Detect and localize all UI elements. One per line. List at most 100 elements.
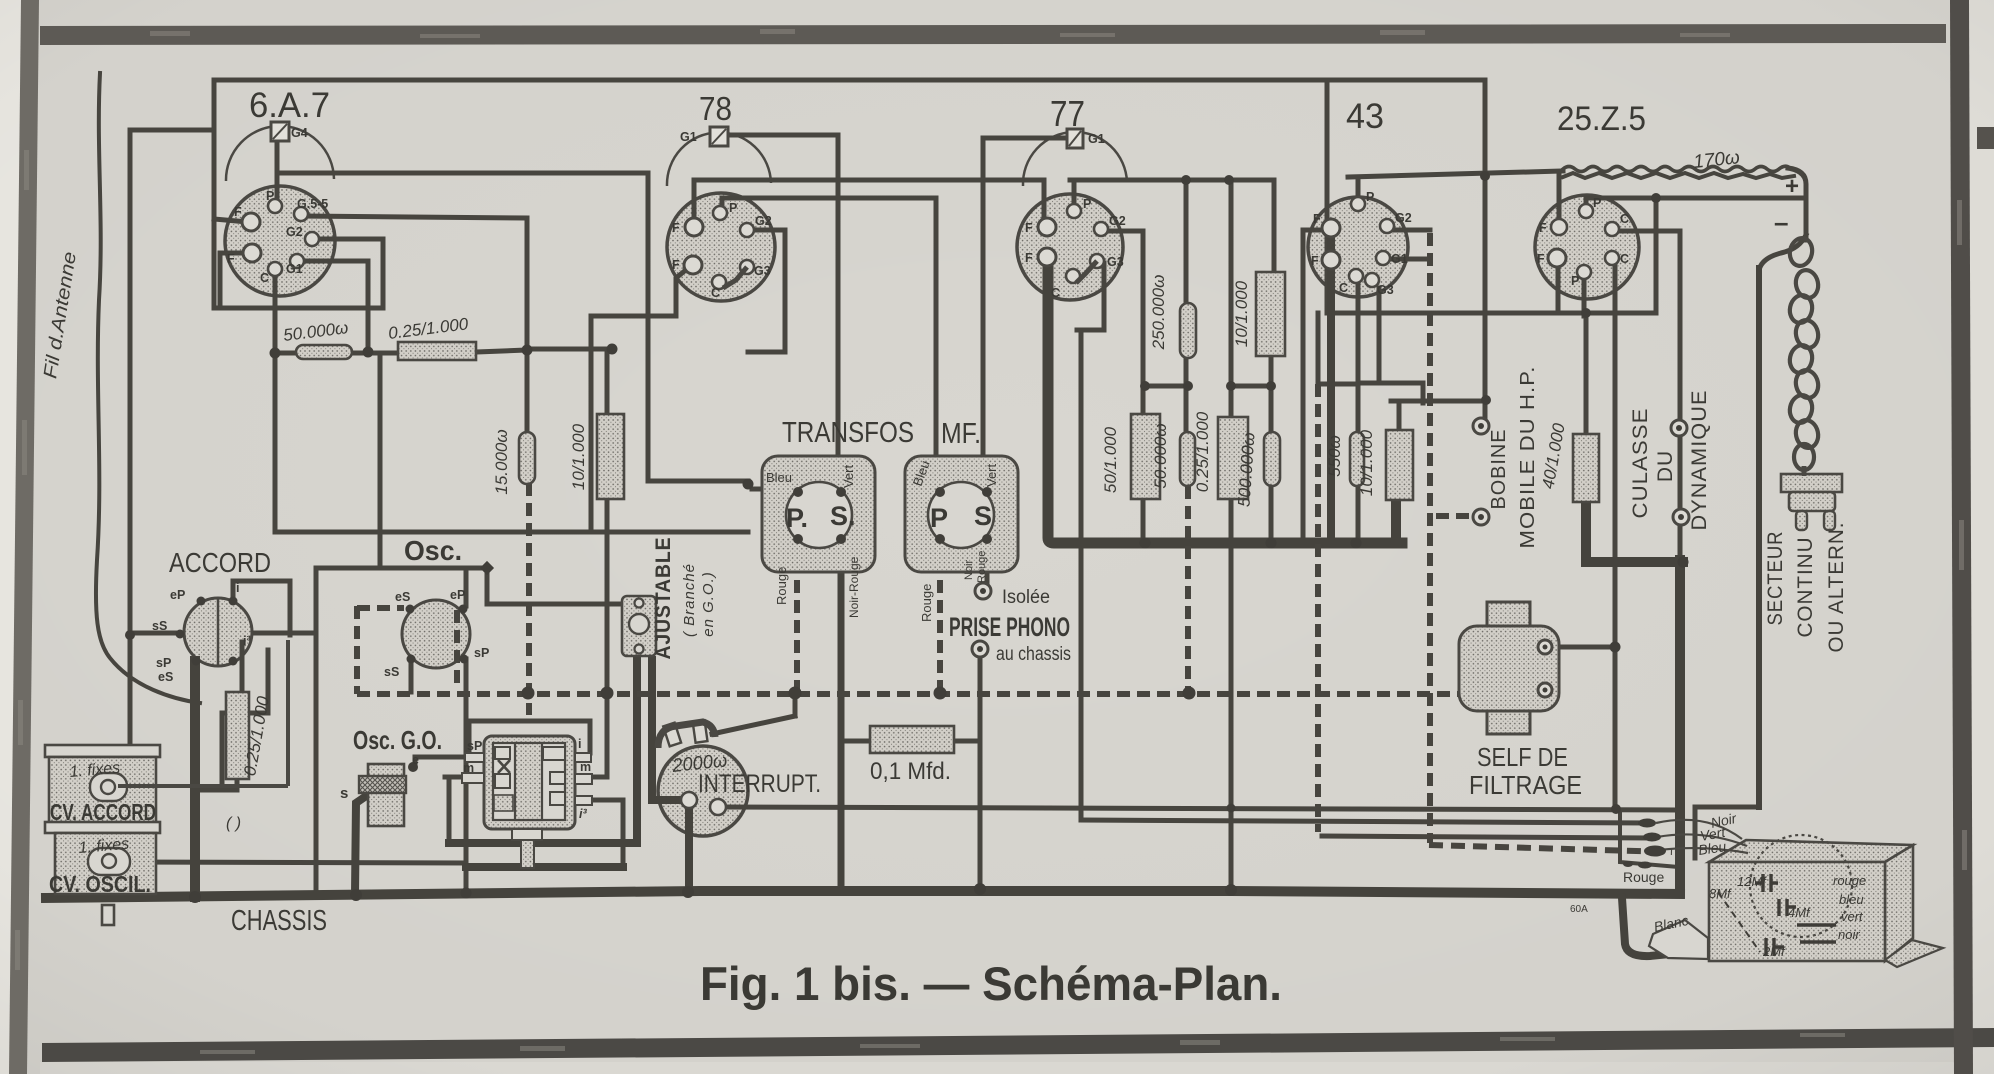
- svg-text:OU ALTERN.: OU ALTERN.: [1825, 522, 1848, 653]
- svg-text:2Mf: 2Mf: [1762, 944, 1786, 959]
- svg-text:s: s: [340, 785, 348, 802]
- svg-text:S: S: [974, 501, 992, 531]
- svg-text:Rouge: Rouge: [774, 567, 789, 605]
- svg-text:F: F: [234, 205, 242, 219]
- svg-text:F: F: [227, 252, 235, 266]
- svg-text:G3: G3: [1107, 255, 1124, 269]
- svg-text:m: m: [463, 761, 474, 775]
- svg-text:C: C: [1051, 286, 1060, 300]
- svg-text:eP: eP: [450, 588, 465, 602]
- svg-text:0.25/1.000: 0.25/1.000: [1193, 411, 1212, 492]
- svg-text:+: +: [1785, 173, 1799, 200]
- svg-text:78: 78: [699, 90, 732, 127]
- svg-text:CONTINU: CONTINU: [1794, 537, 1817, 638]
- svg-text:1. fixes: 1. fixes: [78, 836, 130, 857]
- svg-text:25.Z.5: 25.Z.5: [1557, 100, 1646, 138]
- svg-text:TRANSFOS: TRANSFOS: [782, 417, 914, 449]
- svg-text:–: –: [1774, 207, 1788, 237]
- svg-text:G3: G3: [754, 264, 771, 278]
- svg-text:Isolée: Isolée: [1002, 587, 1050, 608]
- svg-text:Osc. G.O.: Osc. G.O.: [353, 725, 442, 755]
- svg-text:Rouge: Rouge: [1623, 869, 1664, 885]
- svg-text:MOBILE DU H.P.: MOBILE DU H.P.: [1517, 366, 1539, 549]
- svg-text:eS: eS: [158, 670, 173, 684]
- svg-text:F: F: [1539, 221, 1547, 235]
- svg-text:F: F: [672, 258, 680, 272]
- svg-text:170ω: 170ω: [1692, 147, 1741, 173]
- svg-text:6.A.7: 6.A.7: [249, 86, 330, 125]
- svg-text:noir: noir: [1838, 927, 1860, 942]
- svg-text:G1: G1: [286, 262, 303, 276]
- svg-text:G3: G3: [1377, 283, 1394, 297]
- svg-text:C: C: [711, 286, 720, 300]
- svg-text:PRISE PHONO: PRISE PHONO: [949, 612, 1070, 642]
- svg-text:G1: G1: [1088, 132, 1105, 146]
- svg-text:Vert: Vert: [1699, 824, 1728, 844]
- svg-text:BOBINE: BOBINE: [1488, 429, 1510, 510]
- svg-text:P: P: [1083, 197, 1091, 211]
- svg-text:P: P: [1593, 196, 1601, 210]
- svg-text:F: F: [672, 221, 680, 235]
- svg-text:INTERRUPT.: INTERRUPT.: [698, 770, 821, 798]
- svg-text:( Branché: ( Branché: [681, 563, 698, 637]
- svg-text:F: F: [1537, 252, 1545, 266]
- svg-text:G1: G1: [1391, 252, 1408, 266]
- svg-text:bleu: bleu: [1839, 892, 1864, 907]
- svg-text:ACCORD: ACCORD: [169, 547, 271, 578]
- svg-text:i: i: [236, 581, 239, 595]
- svg-text:0,1 Mfd.: 0,1 Mfd.: [870, 758, 951, 785]
- svg-text:AJUSTABLE: AJUSTABLE: [652, 537, 675, 660]
- svg-text:G.5-5: G.5-5: [297, 197, 328, 211]
- svg-text:vert: vert: [1841, 909, 1864, 924]
- svg-text:S.: S.: [830, 501, 856, 531]
- svg-text:i³: i³: [243, 634, 251, 648]
- svg-text:sP: sP: [156, 656, 171, 670]
- svg-text:CV. OSCIL.: CV. OSCIL.: [49, 871, 151, 897]
- svg-text:Bleu: Bleu: [1697, 838, 1727, 858]
- svg-text:P: P: [729, 201, 737, 215]
- svg-text:F: F: [1313, 212, 1321, 226]
- svg-text:C: C: [1339, 281, 1348, 295]
- svg-text:250.000ω: 250.000ω: [1149, 275, 1168, 351]
- svg-text:Noir: Noir: [963, 559, 975, 580]
- svg-text:10/1.000: 10/1.000: [1232, 280, 1251, 347]
- svg-text:12Mf: 12Mf: [1737, 874, 1767, 889]
- svg-text:4Mf: 4Mf: [1788, 905, 1811, 920]
- svg-text:G2: G2: [755, 214, 772, 228]
- svg-text:Noir: Noir: [1709, 810, 1739, 831]
- svg-text:43: 43: [1346, 97, 1384, 136]
- svg-text:i: i: [578, 737, 581, 751]
- svg-text:G4: G4: [291, 126, 308, 140]
- svg-text:SECTEUR: SECTEUR: [1764, 531, 1787, 626]
- svg-text:10/1.000: 10/1.000: [1357, 429, 1376, 496]
- svg-text:C: C: [260, 271, 269, 285]
- svg-text:Osc.: Osc.: [404, 535, 462, 566]
- svg-text:au chassis: au chassis: [996, 644, 1071, 665]
- svg-text:CV. ACCORD: CV. ACCORD: [50, 799, 156, 825]
- svg-text:Rouge: Rouge: [976, 551, 988, 583]
- svg-text:m: m: [580, 760, 591, 774]
- svg-text:CHASSIS: CHASSIS: [231, 905, 327, 937]
- svg-text:8Mf: 8Mf: [1709, 886, 1732, 901]
- svg-text:G2: G2: [1395, 211, 1412, 225]
- svg-text:C: C: [1620, 212, 1629, 226]
- svg-text:MF.: MF.: [941, 418, 981, 450]
- svg-text:F: F: [1311, 254, 1319, 268]
- svg-text:rouge: rouge: [1833, 873, 1866, 888]
- svg-text:e: e: [412, 753, 419, 767]
- svg-text:60A: 60A: [1570, 904, 1588, 915]
- svg-text:10/1.000: 10/1.000: [569, 423, 588, 490]
- svg-text:C: C: [1620, 252, 1629, 266]
- svg-text:F: F: [1025, 221, 1033, 235]
- svg-text:P: P: [266, 189, 274, 203]
- svg-text:( ): ( ): [226, 815, 241, 832]
- svg-text:G2: G2: [286, 225, 303, 239]
- svg-text:Blanc: Blanc: [1652, 912, 1690, 935]
- svg-text:P: P: [1571, 274, 1579, 288]
- svg-text:SELF DE: SELF DE: [1477, 742, 1568, 772]
- svg-text:sP: sP: [467, 739, 482, 753]
- svg-text:Bleu: Bleu: [766, 470, 792, 485]
- svg-text:sS: sS: [152, 619, 167, 633]
- svg-text:G2: G2: [1109, 214, 1126, 228]
- svg-text:50/1.000: 50/1.000: [1101, 426, 1120, 493]
